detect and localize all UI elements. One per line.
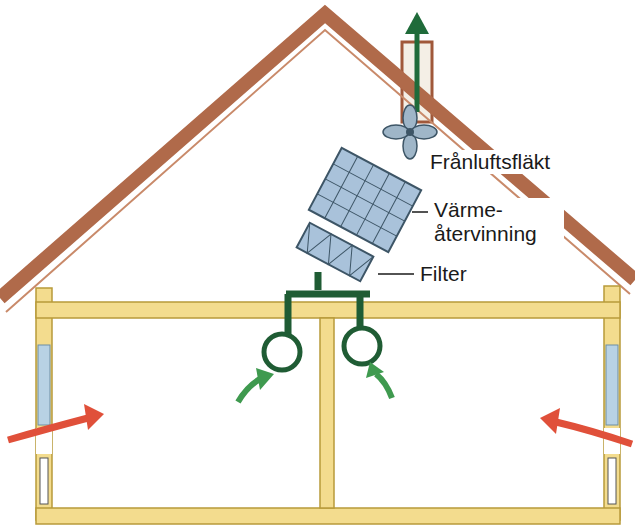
air-arrow (376, 374, 392, 398)
exhaust-duct (286, 272, 370, 335)
filter-unit (297, 223, 374, 282)
radiator (608, 458, 616, 504)
arrow-head (405, 12, 429, 34)
part-label: Filter (418, 262, 469, 286)
arrow-head (256, 368, 274, 390)
roof-inner (6, 30, 630, 312)
left-wall (36, 288, 52, 520)
attic-floor (36, 302, 620, 318)
inner-wall (320, 318, 334, 508)
radiator (40, 458, 48, 504)
part-label: Värme- återvinning (432, 198, 564, 246)
ground-floor (36, 508, 620, 524)
arrow-head (540, 408, 560, 434)
supply-arrow (556, 422, 632, 444)
window (38, 345, 50, 425)
arrow-head (84, 404, 104, 430)
right-wall (604, 286, 620, 520)
supply-arrow (8, 418, 88, 440)
arrow-head (366, 362, 384, 378)
leader-line (412, 211, 428, 213)
exhaust-valve (264, 334, 300, 370)
exhaust-valve (344, 328, 380, 364)
exhaust-arrow (415, 32, 420, 112)
leader-line (378, 273, 414, 275)
part-label: Frånluftsfläkt (428, 150, 552, 174)
roof (0, 14, 635, 298)
air-arrow (238, 378, 262, 402)
window (606, 345, 618, 425)
